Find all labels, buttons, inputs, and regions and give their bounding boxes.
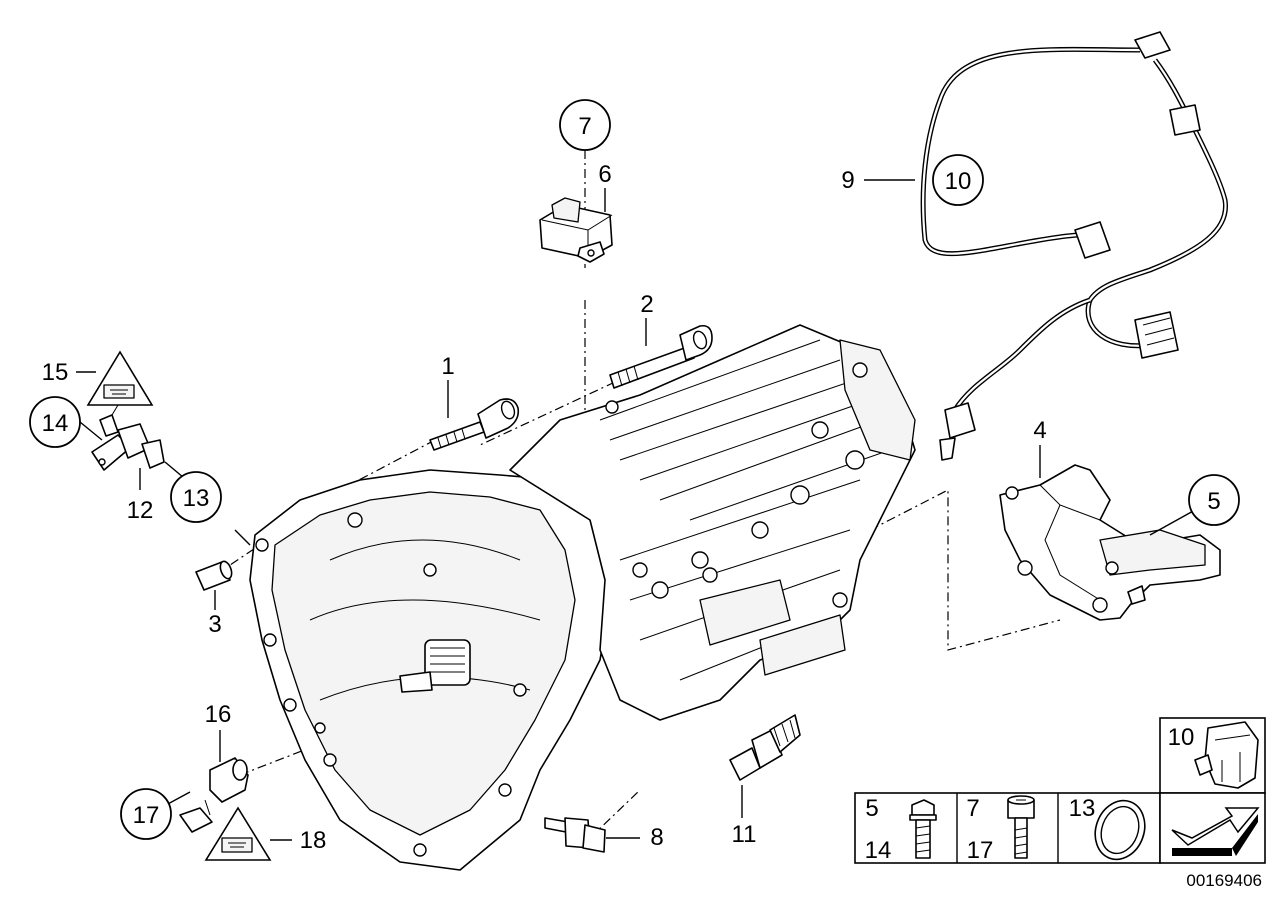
label-6: 6: [598, 161, 611, 188]
legend-table: 5 14 7 17 13: [854, 792, 1161, 864]
part-2-long-bolt: [609, 324, 713, 389]
diagram-id: 00169406: [1186, 871, 1262, 890]
legend-cell2-bottom: 17: [967, 837, 994, 864]
circled-label-17: 17: [120, 788, 172, 840]
part-8-temp-sensor: [544, 817, 606, 853]
legend-cell2-top: 7: [966, 795, 979, 822]
label-7-circled: 7: [578, 113, 591, 140]
part-6-module: [539, 197, 613, 263]
warning-triangle-15: [86, 350, 154, 406]
legend-cell1-bottom: 14: [865, 837, 892, 864]
label-12: 12: [127, 497, 154, 524]
part-12-speed-sensor: [91, 404, 165, 471]
label-16: 16: [205, 701, 232, 728]
label-9: 9: [841, 167, 854, 194]
connector-clip-icon: [1194, 721, 1259, 789]
part-3-sleeve: [195, 560, 233, 591]
label-10-circled: 10: [945, 168, 972, 195]
part-4-bracket: [999, 464, 1221, 621]
circled-label-14: 14: [29, 396, 81, 448]
part-11-switch: [729, 714, 801, 781]
label-13-circled: 13: [183, 485, 210, 512]
circled-label-5: 5: [1188, 474, 1240, 526]
legend-cell3: 13: [1069, 795, 1096, 822]
gearbox-housing: [249, 324, 916, 871]
circled-label-13: 13: [170, 471, 222, 523]
label-18: 18: [300, 827, 327, 854]
seal-ring-icon: [1094, 799, 1146, 861]
label-3: 3: [208, 611, 221, 638]
part-9-wiring-harness: [920, 31, 1229, 461]
label-4: 4: [1033, 417, 1046, 444]
label-14-circled: 14: [42, 410, 69, 437]
part-16-sensor: [179, 757, 249, 833]
direction-arrow-box: [1159, 792, 1266, 864]
circled-label-10: 10: [932, 154, 984, 206]
legend-cell1-top: 5: [865, 795, 878, 822]
screw-icon: [909, 799, 937, 859]
label-1: 1: [441, 353, 454, 380]
label-8: 8: [650, 824, 663, 851]
label-2: 2: [640, 291, 653, 318]
label-5-circled: 5: [1207, 488, 1220, 515]
label-11: 11: [732, 821, 757, 848]
part-1-bolt: [429, 398, 520, 451]
label-15: 15: [42, 359, 69, 386]
circled-label-7: 7: [559, 99, 611, 151]
warning-triangle-18: [204, 806, 272, 861]
cap-screw-icon: [1007, 795, 1035, 859]
inset-label-10: 10: [1168, 724, 1195, 751]
inset-box-10: 10: [1159, 717, 1266, 794]
label-17-circled: 17: [133, 802, 160, 829]
